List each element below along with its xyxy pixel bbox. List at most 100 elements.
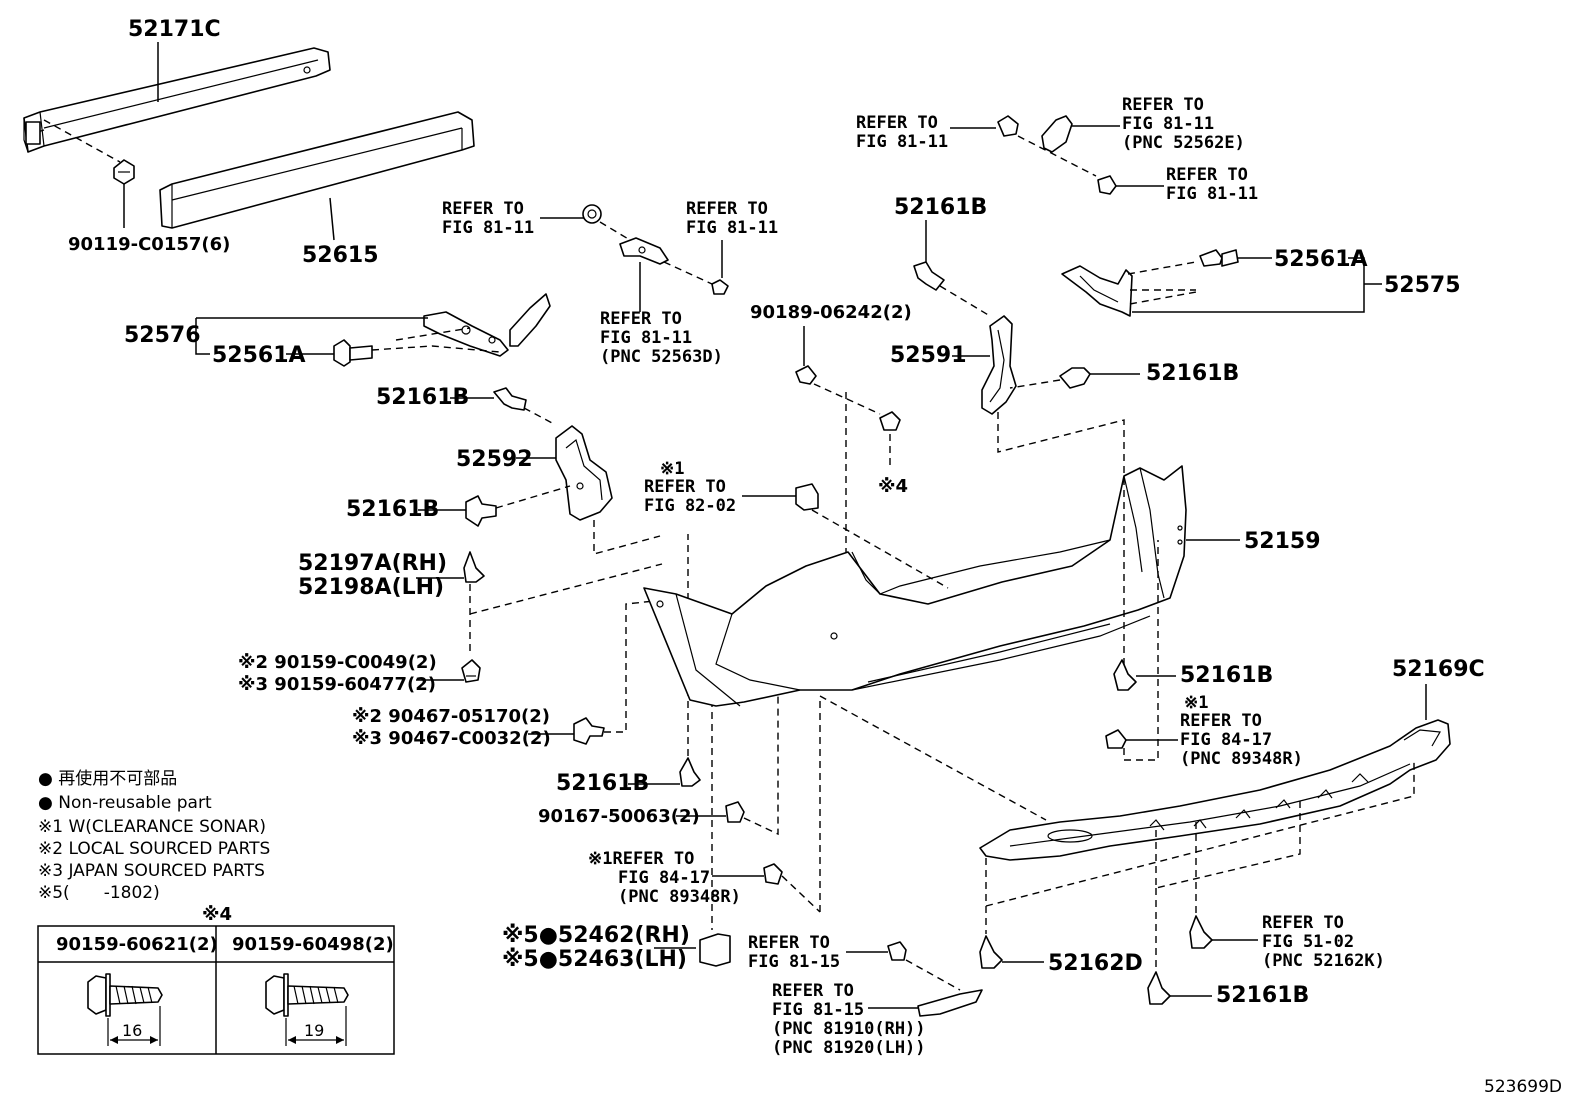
bolt-16mm-icon (87, 973, 163, 1046)
sensor-clip-right (1105, 729, 1127, 749)
bolt-table-col1-dim: 16 (122, 1021, 142, 1040)
svg-text:(PNC 52563D): (PNC 52563D) (600, 347, 723, 367)
part-number-52171c: 52171C (128, 17, 221, 42)
clip-52161b-mid (1113, 659, 1137, 691)
clip-52161b-2 (465, 495, 497, 527)
part-number-52161b-top: 52161B (894, 195, 987, 220)
clip-90467 (573, 717, 605, 745)
ref-fig-81-11-a: REFER TO FIG 81-11 (442, 199, 534, 238)
svg-text:(PNC 81920(LH)): (PNC 81920(LH)) (772, 1038, 926, 1058)
legend: ● 再使用不可部品 ● Non-reusable part ※1 W(CLEAR… (38, 768, 270, 903)
svg-text:※5( -1802): ※5( -1802) (38, 883, 160, 903)
bolt-19mm-icon (265, 973, 349, 1046)
svg-text:REFER TO: REFER TO (772, 981, 854, 1001)
part-number-52197a: 52197A(RH) (298, 551, 447, 576)
svg-text:REFER TO: REFER TO (1122, 95, 1204, 115)
svg-text:FIG 84-17: FIG 84-17 (618, 868, 710, 888)
part-number-52169c: 52169C (1392, 657, 1485, 682)
svg-text:FIG 81-11: FIG 81-11 (1122, 114, 1214, 134)
clip-52197a (463, 551, 485, 583)
part-number-52576: 52576 (124, 323, 201, 348)
screw-90159 (461, 659, 481, 683)
clip-52161b-3 (679, 757, 701, 787)
svg-text:(PNC 81910(RH)): (PNC 81910(RH)) (772, 1019, 926, 1039)
svg-text:FIG 81-11: FIG 81-11 (856, 132, 948, 152)
svg-text:FIG 81-11: FIG 81-11 (1166, 184, 1258, 204)
svg-text:※1 W(CLEARANCE SONAR): ※1 W(CLEARANCE SONAR) (38, 817, 266, 837)
bolt-table-col2-dim: 19 (304, 1021, 324, 1040)
svg-text:※2 LOCAL SOURCED PARTS: ※2 LOCAL SOURCED PARTS (38, 839, 270, 859)
part-number-90159-60477: ※3 90159-60477(2) (238, 674, 436, 695)
retainer-52591 (981, 315, 1017, 415)
bolt-center-b (711, 279, 729, 295)
bumper-cover-52159 (643, 465, 1187, 707)
svg-text:FIG 51-02: FIG 51-02 (1262, 932, 1354, 952)
bolt-note4 (879, 411, 901, 431)
svg-text:REFER TO: REFER TO (748, 933, 830, 953)
bolt-table-title: ※4 (202, 904, 232, 925)
ref-fig-82-02: ※1 REFER TO FIG 82-02 (644, 459, 736, 516)
svg-text:REFER TO: REFER TO (442, 199, 524, 219)
ref-fig-81-11-d: REFER TO FIG 81-11 (856, 113, 948, 152)
svg-text:REFER TO: REFER TO (1180, 711, 1262, 731)
nut-90167 (725, 801, 745, 823)
svg-text:(PNC 52162K): (PNC 52162K) (1262, 951, 1385, 971)
svg-text:REFER TO: REFER TO (600, 309, 682, 329)
part-number-52561a-right: 52561A (1274, 247, 1368, 272)
clip-center-a (582, 204, 602, 224)
svg-text:FIG 81-15: FIG 81-15 (748, 952, 840, 972)
part-number-90167-50063: 90167-50063(2) (538, 806, 700, 827)
bracket-52575 (1061, 261, 1197, 317)
clip-52161b-right (1059, 367, 1091, 389)
bolt-52561a-left (333, 339, 373, 367)
svg-text:REFER TO: REFER TO (1262, 913, 1344, 933)
spoiler-52169c (979, 719, 1451, 861)
clip-52162d (979, 935, 1003, 969)
reinforcement-52171c (23, 47, 331, 153)
part-number-52592: 52592 (456, 447, 533, 472)
clip-52161b-top (913, 261, 945, 291)
part-number-52575: 52575 (1384, 273, 1461, 298)
part-number-90119-c0157: 90119-C0157(6) (68, 234, 230, 255)
ref-fig-81-11-b: REFER TO FIG 81-11 (686, 199, 778, 238)
part-number-52161b-bottom: 52161B (1216, 983, 1309, 1008)
svg-text:※1: ※1 (1184, 693, 1208, 713)
svg-text:※3 JAPAN SOURCED PARTS: ※3 JAPAN SOURCED PARTS (38, 861, 265, 881)
ref-fig-81-11-f: REFER TO FIG 81-11 (1166, 165, 1258, 204)
svg-text:FIG 82-02: FIG 82-02 (644, 496, 736, 516)
svg-text:(PNC 89348R): (PNC 89348R) (618, 887, 741, 907)
clip-82-02 (795, 483, 819, 511)
ref-fig-81-11-c: REFER TO FIG 81-11 (PNC 52563D) (600, 309, 723, 367)
svg-text:(PNC 52562E): (PNC 52562E) (1122, 133, 1245, 153)
svg-text:REFER TO: REFER TO (644, 477, 726, 497)
part-number-90467-c0032: ※3 90467-C0032(2) (352, 728, 551, 749)
part-number-52462: ※5●52462(RH) (502, 923, 690, 948)
reflector-81910 (917, 989, 983, 1017)
ref-fig-81-15-b: REFER TO FIG 81-15 (PNC 81910(RH)) (PNC … (772, 981, 926, 1058)
part-number-90189-06242: 90189-06242(2) (750, 302, 912, 323)
svg-text:● 再使用不可部品: ● 再使用不可部品 (38, 768, 177, 789)
drawing-number: 523699D (1484, 1077, 1562, 1097)
ref-fig-81-15-a: REFER TO FIG 81-15 (748, 933, 840, 972)
svg-text:REFER TO: REFER TO (686, 199, 768, 219)
bolt-table-col2-header: 90159-60498(2) (232, 934, 394, 955)
svg-text:● Non-reusable part: ● Non-reusable part (38, 793, 212, 813)
svg-text:REFER TO: REFER TO (1166, 165, 1248, 185)
ref-fig-84-17-right: ※1 REFER TO FIG 84-17 (PNC 89348R) (1180, 693, 1303, 769)
ref-fig-51-02: REFER TO FIG 51-02 (PNC 52162K) (1262, 913, 1385, 971)
bolt-90119-c0157 (113, 159, 135, 185)
part-number-52198a: 52198A(LH) (298, 575, 444, 600)
nut-90189 (795, 365, 817, 385)
svg-text:※1: ※1 (660, 459, 684, 479)
part-number-90159-c0049: ※2 90159-C0049(2) (238, 652, 437, 673)
absorber-52615 (159, 111, 475, 229)
part-number-52161b-mid: 52161B (1180, 663, 1273, 688)
part-number-52561a-left: 52561A (212, 343, 306, 368)
clip-52161b-1 (493, 387, 527, 411)
note-4-label: ※4 (878, 476, 908, 497)
part-number-52159: 52159 (1244, 529, 1321, 554)
bracket-52563d (619, 237, 669, 265)
svg-text:FIG 81-11: FIG 81-11 (600, 328, 692, 348)
bolt-table: ※4 90159-60621(2) 90159-60498(2) 16 (37, 904, 395, 1055)
